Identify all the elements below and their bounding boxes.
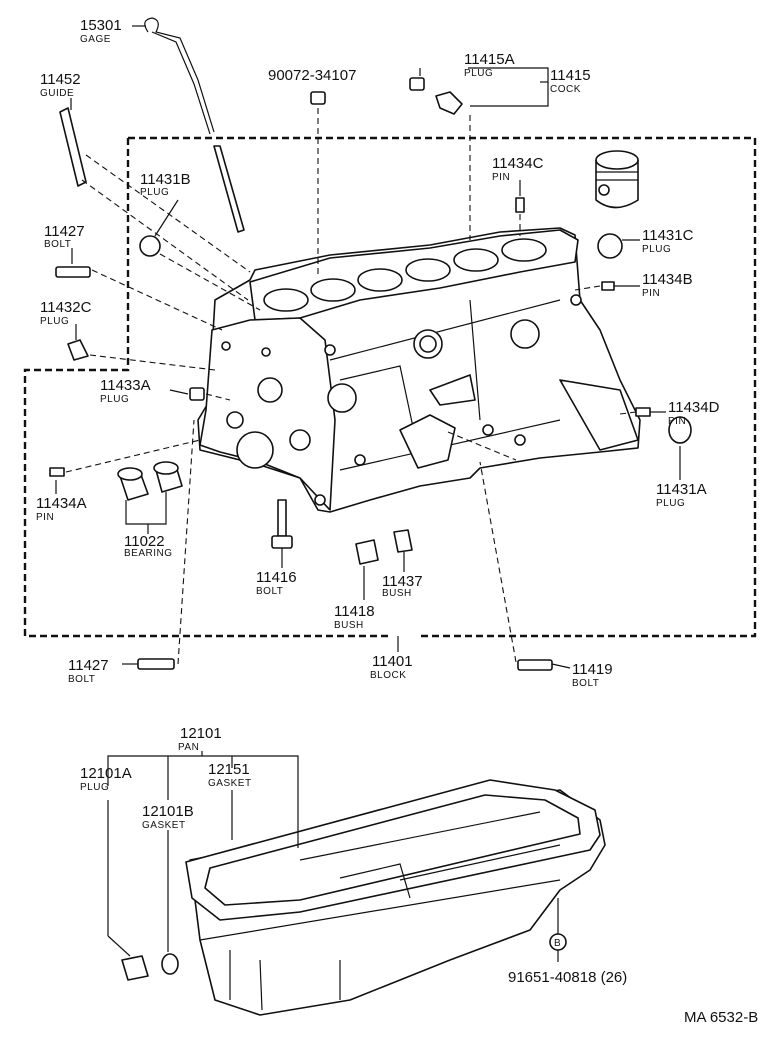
label-12101a-num: 12101A [80, 765, 132, 782]
gage-dipstick-drawing [144, 17, 215, 135]
bolt-11427-lower-drawing [137, 658, 175, 670]
drain-gasket-drawing [161, 953, 179, 975]
label-11434c-name: PIN [492, 172, 510, 183]
ref-b-letter: B [554, 938, 561, 949]
label-11022-num: 11022 [124, 533, 165, 550]
pin-11434b-drawing [601, 281, 615, 291]
assembly-frame [23, 136, 757, 652]
label-11427-lower-name: BOLT [68, 674, 95, 685]
label-11434c-num: 11434C [492, 155, 544, 172]
footer-code: MA 6532-B [684, 1009, 758, 1026]
plug-11433a-drawing [189, 387, 205, 401]
cock-11415-drawing [435, 91, 463, 115]
label-11431a-num: 11431A [656, 481, 707, 498]
label-11419-num: 11419 [572, 661, 613, 678]
label-11432c-name: PLUG [40, 316, 69, 327]
dipstick-rod-drawing [213, 145, 245, 233]
label-11401-name: BLOCK [370, 670, 406, 681]
plug-90072-drawing [310, 91, 326, 105]
label-12101b-num: 12101B [142, 803, 194, 820]
oil-pan-drawing [185, 779, 606, 1016]
plug-11431a-drawing [668, 416, 692, 444]
bearing-11022-drawing [117, 461, 183, 501]
leader-lines [55, 25, 681, 962]
label-11434b-num: 11434B [642, 271, 693, 288]
label-11431a-name: PLUG [656, 498, 685, 509]
label-11416-num: 11416 [256, 569, 297, 586]
bolt-11427-upper-drawing [55, 266, 91, 278]
plug-11432c-drawing [67, 339, 89, 361]
label-11437-name: BUSH [382, 588, 412, 599]
piston-drawing [595, 150, 639, 209]
label-15301-name: GAGE [80, 34, 111, 45]
label-11419-name: BOLT [572, 678, 599, 689]
label-11415-num: 11415 [550, 67, 591, 84]
pin-11434a-drawing [49, 467, 65, 477]
plug-11431c-drawing [597, 233, 623, 259]
bolt-11416-drawing [271, 499, 293, 549]
label-11434a-num: 11434A [36, 495, 87, 512]
label-11022-name: BEARING [124, 548, 173, 559]
label-11432c-num: 11432C [40, 299, 92, 316]
part-labels: 15301 GAGE 11452 GUIDE 90072-34107 11415… [36, 17, 758, 1026]
label-11431b-name: PLUG [140, 187, 169, 198]
plug-11431b-drawing [139, 235, 161, 257]
label-11427-upper-num: 11427 [44, 223, 85, 240]
label-12101b-name: GASKET [142, 820, 186, 831]
label-12101-name: PAN [178, 742, 199, 753]
label-11418-name: BUSH [334, 620, 364, 631]
label-11434d-num: 11434D [668, 399, 720, 416]
label-11434d-name: PIN [668, 416, 686, 427]
pin-11434c-drawing [515, 197, 525, 213]
pin-11434d-drawing [635, 407, 651, 417]
engine-block-drawing [197, 227, 641, 513]
label-12101a-name: PLUG [80, 782, 109, 793]
ref-b-circle [549, 933, 567, 951]
label-11427-lower-num: 11427 [68, 657, 109, 674]
label-90072-num: 90072-34107 [268, 67, 356, 84]
label-11431c-name: PLUG [642, 244, 671, 255]
label-11452-num: 11452 [40, 71, 81, 88]
label-11434b-name: PIN [642, 288, 660, 299]
label-91651-num: 91651-40818 (26) [508, 969, 627, 986]
label-11415-name: COCK [550, 84, 581, 95]
label-11434a-name: PIN [36, 512, 54, 523]
label-12151-num: 12151 [208, 761, 250, 778]
label-11416-name: BOLT [256, 586, 283, 597]
label-11431b-num: 11431B [140, 171, 191, 188]
label-11431c-num: 11431C [642, 227, 694, 244]
label-11433a-name: PLUG [100, 394, 129, 405]
label-11452-name: GUIDE [40, 88, 74, 99]
label-11437-num: 11437 [382, 573, 423, 590]
label-12101-num: 12101 [180, 725, 222, 742]
label-12151-name: GASKET [208, 778, 252, 789]
plug-11415a-drawing [409, 77, 425, 91]
drain-plug-drawing [121, 955, 149, 981]
label-11401-num: 11401 [372, 653, 413, 670]
bush-11418-drawing [355, 539, 379, 565]
label-11427-upper-name: BOLT [44, 239, 71, 250]
label-11433a-num: 11433A [100, 377, 151, 394]
label-15301-num: 15301 [80, 17, 122, 34]
label-11418-num: 11418 [334, 603, 375, 620]
guide-tube-drawing [59, 107, 87, 187]
label-11415a-num: 11415A [464, 51, 515, 68]
label-11415a-name: PLUG [464, 68, 493, 79]
bush-11437-drawing [393, 529, 413, 553]
bolt-11419-drawing [517, 659, 553, 671]
